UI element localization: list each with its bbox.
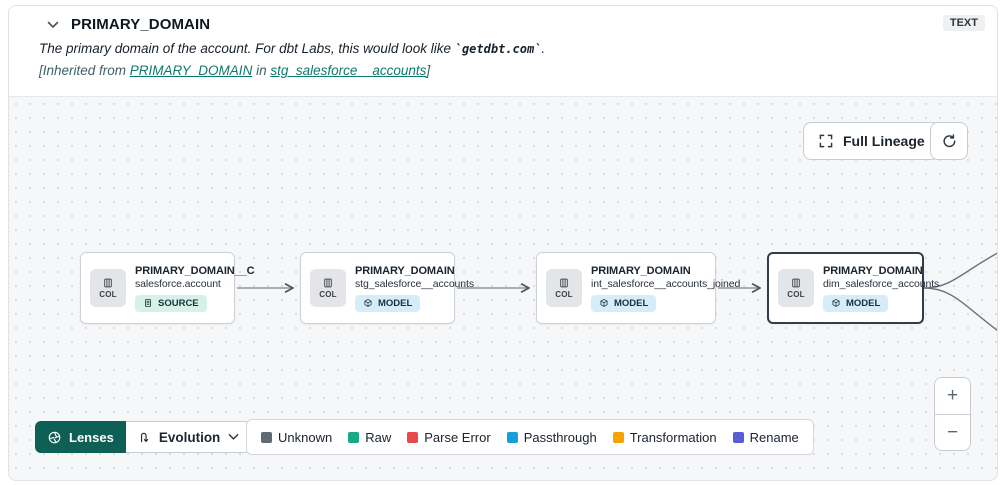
legend-swatch bbox=[732, 431, 744, 443]
legend-label: Passthrough bbox=[523, 429, 597, 445]
resource-type-label: MODEL bbox=[378, 297, 413, 309]
node-title: PRIMARY_DOMAIN bbox=[355, 264, 455, 277]
legend-item: Passthrough bbox=[506, 429, 597, 445]
resource-type-badge: SOURCE bbox=[135, 294, 207, 312]
legend-label: Transformation bbox=[629, 429, 717, 445]
column-type-box: COL bbox=[778, 269, 814, 307]
node-title: PRIMARY_DOMAIN__C bbox=[135, 264, 255, 277]
column-header: PRIMARY_DOMAIN TEXT The primary domain o… bbox=[9, 6, 997, 96]
node-subtitle: int_salesforce__accounts_joined bbox=[591, 277, 741, 290]
inherited-middle: in bbox=[252, 63, 271, 78]
zoom-controls: + − bbox=[934, 377, 971, 451]
column-type-box: COL bbox=[310, 269, 346, 307]
lineage-node-dim[interactable]: PASSTHROUGH COL PRIMARY_DOMAIN dim_sales… bbox=[767, 241, 940, 324]
description-suffix: . bbox=[541, 41, 546, 56]
lineage-canvas[interactable]: Full Lineage RAW COL PRIMARY_DOMAIN__C bbox=[9, 96, 997, 480]
expand-icon bbox=[818, 133, 834, 149]
columns-icon bbox=[324, 278, 332, 288]
refresh-button[interactable] bbox=[930, 122, 968, 160]
zoom-out-button[interactable]: − bbox=[935, 414, 970, 450]
legend-label: Rename bbox=[749, 429, 799, 445]
node-subtitle: dim_salesforce_accounts bbox=[823, 277, 940, 290]
full-lineage-label: Full Lineage bbox=[843, 133, 925, 149]
inherited-suffix: ] bbox=[426, 63, 431, 78]
lens-aperture-icon bbox=[48, 431, 61, 443]
lens-dropdown[interactable]: Evolution bbox=[125, 421, 252, 453]
lens-selected-value: Evolution bbox=[158, 429, 221, 445]
model-icon bbox=[832, 298, 840, 307]
inherited-column-link[interactable]: PRIMARY_DOMAIN bbox=[129, 63, 253, 78]
lenses-button[interactable]: Lenses bbox=[35, 421, 126, 453]
lens-legend: Unknown Raw Parse Error Passthrough Tran… bbox=[246, 419, 814, 455]
legend-swatch bbox=[407, 431, 419, 443]
column-type-box: COL bbox=[90, 269, 126, 307]
lineage-node-int[interactable]: PASSTHROUGH COL PRIMARY_DOMAIN int_sales… bbox=[536, 240, 741, 324]
legend-item: Rename bbox=[732, 429, 799, 445]
lenses-control: Lenses Evolution bbox=[35, 421, 252, 453]
inherited-prefix: [Inherited from bbox=[39, 63, 130, 78]
resource-type-label: MODEL bbox=[614, 297, 649, 309]
resource-type-badge: MODEL bbox=[355, 294, 421, 312]
data-type-badge: TEXT bbox=[942, 15, 985, 31]
legend-item: Transformation bbox=[612, 429, 717, 445]
legend-label: Unknown bbox=[278, 429, 333, 445]
legend-swatch bbox=[506, 431, 518, 443]
zoom-in-button[interactable]: + bbox=[935, 378, 970, 414]
columns-icon bbox=[104, 278, 112, 288]
col-label: COL bbox=[99, 290, 117, 299]
col-label: COL bbox=[787, 290, 805, 299]
resource-type-badge: MODEL bbox=[823, 294, 889, 312]
legend-swatch bbox=[348, 431, 360, 443]
legend-item: Raw bbox=[348, 430, 391, 445]
columns-icon bbox=[560, 278, 568, 288]
lenses-label: Lenses bbox=[69, 429, 114, 445]
column-description: The primary domain of the account. For d… bbox=[39, 41, 983, 56]
resource-type-badge: MODEL bbox=[591, 294, 657, 312]
evolution-icon bbox=[140, 432, 149, 442]
model-icon bbox=[600, 298, 608, 307]
collapse-chevron-icon[interactable] bbox=[47, 21, 59, 29]
chevron-down-icon bbox=[228, 433, 239, 440]
inherited-note: [Inherited from PRIMARY_DOMAIN in stg_sa… bbox=[39, 63, 983, 78]
column-type-box: COL bbox=[546, 269, 582, 307]
node-title: PRIMARY_DOMAIN bbox=[591, 264, 691, 277]
node-subtitle: salesforce.account bbox=[135, 277, 221, 290]
legend-label: Parse Error bbox=[424, 429, 491, 445]
model-icon bbox=[364, 298, 372, 307]
resource-type-label: SOURCE bbox=[158, 297, 199, 309]
legend-swatch bbox=[261, 431, 272, 443]
description-code: `getdbt.com` bbox=[454, 42, 542, 56]
legend-swatch bbox=[612, 431, 624, 443]
node-subtitle: stg_salesforce__accounts bbox=[355, 277, 475, 290]
col-label: COL bbox=[319, 290, 337, 299]
legend-label: Raw bbox=[365, 429, 392, 445]
legend-item: Unknown bbox=[261, 430, 332, 445]
columns-icon bbox=[792, 278, 800, 288]
node-title: PRIMARY_DOMAIN bbox=[823, 264, 923, 277]
lineage-node-stg[interactable]: RENAME COL PRIMARY_DOMAIN stg_salesforce… bbox=[300, 240, 475, 324]
column-lineage-panel: PRIMARY_DOMAIN TEXT The primary domain o… bbox=[8, 5, 998, 481]
inherited-model-link[interactable]: stg_salesforce__accounts bbox=[270, 63, 427, 78]
legend-item: Parse Error bbox=[407, 429, 491, 445]
column-title: PRIMARY_DOMAIN bbox=[71, 16, 211, 33]
col-label: COL bbox=[555, 290, 573, 299]
lineage-node-source[interactable]: RAW COL PRIMARY_DOMAIN__C salesforce.acc… bbox=[80, 240, 255, 324]
full-lineage-button[interactable]: Full Lineage bbox=[803, 122, 940, 160]
resource-type-label: MODEL bbox=[846, 297, 881, 309]
description-text: The primary domain of the account. For d… bbox=[39, 41, 455, 56]
source-icon bbox=[145, 299, 151, 307]
refresh-icon bbox=[941, 133, 958, 150]
